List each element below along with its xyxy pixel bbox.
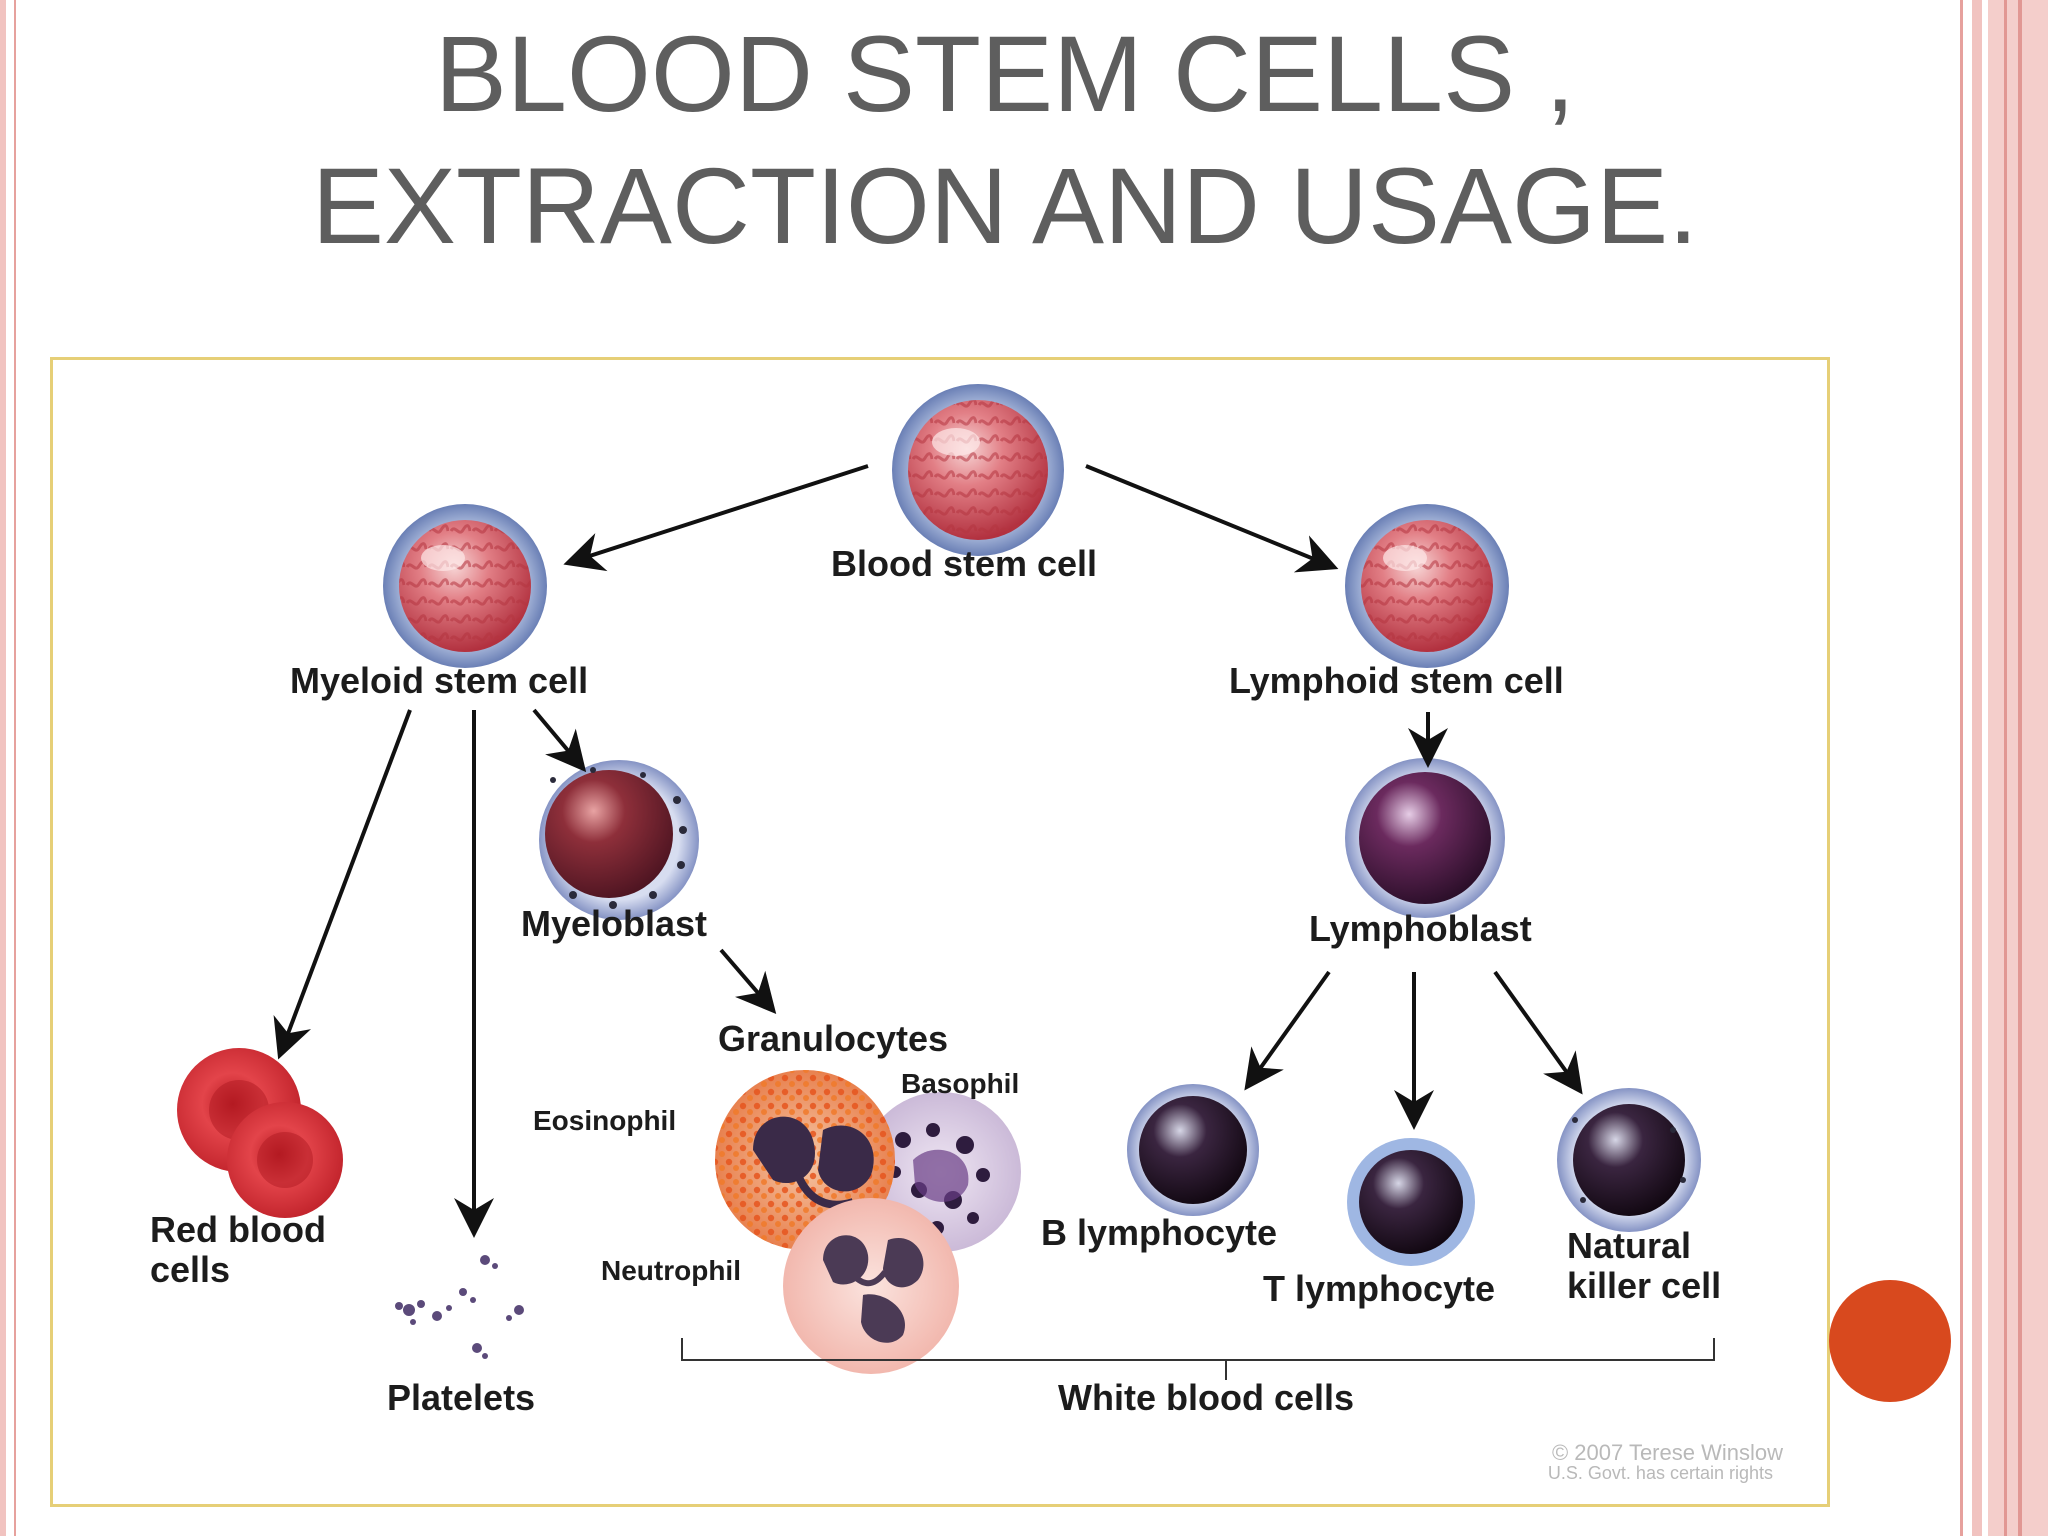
label-granulocytes: Granulocytes xyxy=(718,1018,949,1059)
myeloblast-icon xyxy=(539,760,699,920)
label-myeloblast: Myeloblast xyxy=(521,903,708,944)
label-lymphoblast: Lymphoblast xyxy=(1309,908,1532,949)
slide-border-right xyxy=(1972,0,1982,1536)
slide-border-left-line xyxy=(14,0,16,1536)
platelets-icon xyxy=(395,1255,524,1359)
label-white-blood-cells: White blood cells xyxy=(1058,1377,1355,1418)
slide-title-line-1: BLOOD STEM CELLS , xyxy=(434,13,1576,134)
red-blood-cells-icon xyxy=(177,1048,343,1218)
accent-dot xyxy=(1829,1280,1951,1402)
blood-cell-lineage-diagram: Blood stem cell Myeloid stem cell Lympho… xyxy=(50,357,1830,1507)
natural-killer-cell-icon xyxy=(1557,1088,1701,1232)
label-blood-stem-cell: Blood stem cell xyxy=(831,543,1098,584)
blood-stem-cell-icon xyxy=(892,384,1064,556)
slide-title: BLOOD STEM CELLS , EXTRACTION AND USAGE. xyxy=(150,8,1860,272)
neutrophil-icon xyxy=(783,1198,959,1374)
label-basophil: Basophil xyxy=(901,1068,1020,1099)
slide-border-left xyxy=(0,0,6,1536)
lineage-arrows xyxy=(273,464,1583,1238)
b-lymphocyte-icon xyxy=(1127,1084,1259,1216)
label-natural-killer-cell: Natural killer cell xyxy=(1567,1225,1722,1306)
label-b-lymphocyte: B lymphocyte xyxy=(1041,1212,1278,1253)
slide-border-right-line-2 xyxy=(2004,0,2007,1536)
slide-border-right-line-3 xyxy=(2018,0,2022,1536)
lymphoblast-icon xyxy=(1345,758,1505,918)
myeloid-stem-cell-icon xyxy=(383,504,547,668)
t-lymphocyte-icon xyxy=(1347,1138,1475,1266)
label-red-blood-cells: Red blood cells xyxy=(150,1209,326,1290)
label-lymphoid-stem-cell: Lymphoid stem cell xyxy=(1229,660,1564,701)
label-neutrophil: Neutrophil xyxy=(601,1255,741,1286)
lymphoid-stem-cell-icon xyxy=(1345,504,1509,668)
image-credit: © 2007 Terese Winslow xyxy=(1551,1440,1783,1465)
slide-title-line-2: EXTRACTION AND USAGE. xyxy=(311,145,1699,266)
label-myeloid-stem-cell: Myeloid stem cell xyxy=(290,660,589,701)
white-blood-cells-bracket xyxy=(681,1338,1715,1380)
image-rights-note: U.S. Govt. has certain rights xyxy=(1547,1463,1773,1483)
diagram-graphics xyxy=(177,384,1715,1380)
label-t-lymphocyte: T lymphocyte xyxy=(1263,1268,1496,1309)
label-platelets: Platelets xyxy=(387,1377,536,1418)
label-eosinophil: Eosinophil xyxy=(533,1105,677,1136)
slide-border-right-line xyxy=(1960,0,1963,1536)
